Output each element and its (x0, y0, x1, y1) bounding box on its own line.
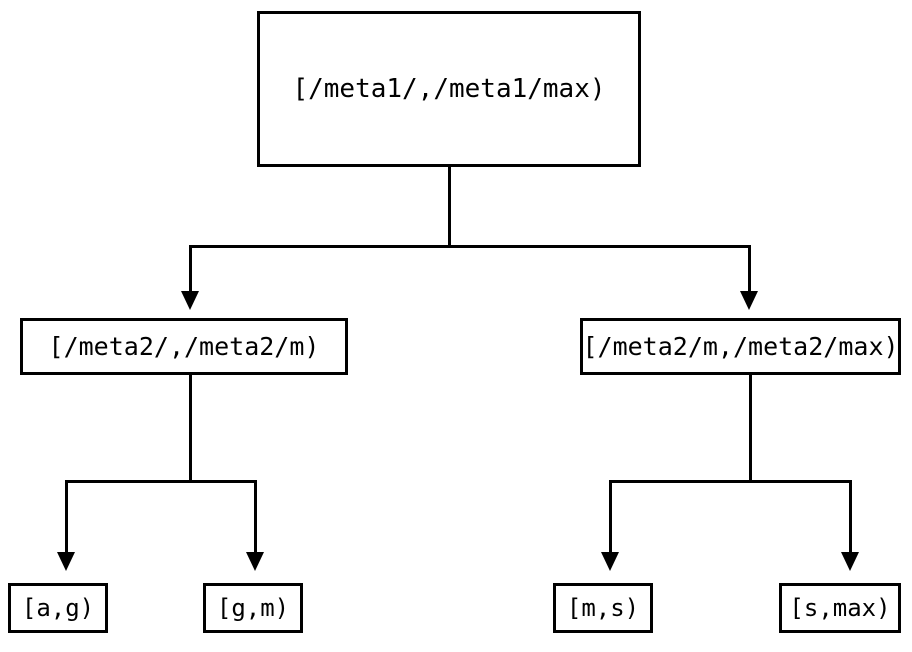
node-root[interactable]: [/meta1/,/meta1/max) (257, 11, 641, 167)
node-leaf-4-label: [s,max) (789, 594, 891, 622)
node-mid-right-label: [/meta2/m,/meta2/max) (582, 332, 899, 361)
edge-mid-left-crossbar (65, 480, 257, 483)
edge-root-to-mid-right-drop (748, 245, 751, 293)
edge-mid-right-stem (749, 375, 752, 483)
node-mid-left[interactable]: [/meta2/,/meta2/m) (20, 318, 348, 375)
edge-root-stem (448, 167, 451, 247)
edge-mid-right-crossbar (609, 480, 852, 483)
node-leaf-2[interactable]: [g,m) (203, 583, 303, 633)
node-leaf-1[interactable]: [a,g) (8, 583, 108, 633)
edge-mid-left-to-leaf-2-drop (254, 480, 257, 554)
node-leaf-3-label: [m,s) (566, 594, 640, 622)
arrow-head-leaf-1-icon (57, 552, 75, 571)
node-leaf-4[interactable]: [s,max) (779, 583, 901, 633)
node-root-label: [/meta1/,/meta1/max) (292, 74, 606, 104)
node-mid-right[interactable]: [/meta2/m,/meta2/max) (580, 318, 901, 375)
node-leaf-3[interactable]: [m,s) (553, 583, 653, 633)
edge-root-crossbar (189, 245, 751, 248)
node-leaf-2-label: [g,m) (216, 594, 290, 622)
arrow-head-leaf-4-icon (841, 552, 859, 571)
edge-mid-left-to-leaf-1-drop (65, 480, 68, 554)
arrow-head-root-to-mid-right-icon (740, 291, 758, 310)
arrow-head-leaf-2-icon (246, 552, 264, 571)
edge-root-to-mid-left-drop (189, 245, 192, 293)
edge-mid-right-to-leaf-3-drop (609, 480, 612, 554)
edge-mid-left-stem (189, 375, 192, 483)
node-mid-left-label: [/meta2/,/meta2/m) (48, 332, 320, 361)
arrow-head-root-to-mid-left-icon (181, 291, 199, 310)
node-leaf-1-label: [a,g) (21, 594, 95, 622)
edge-mid-right-to-leaf-4-drop (849, 480, 852, 554)
arrow-head-leaf-3-icon (601, 552, 619, 571)
